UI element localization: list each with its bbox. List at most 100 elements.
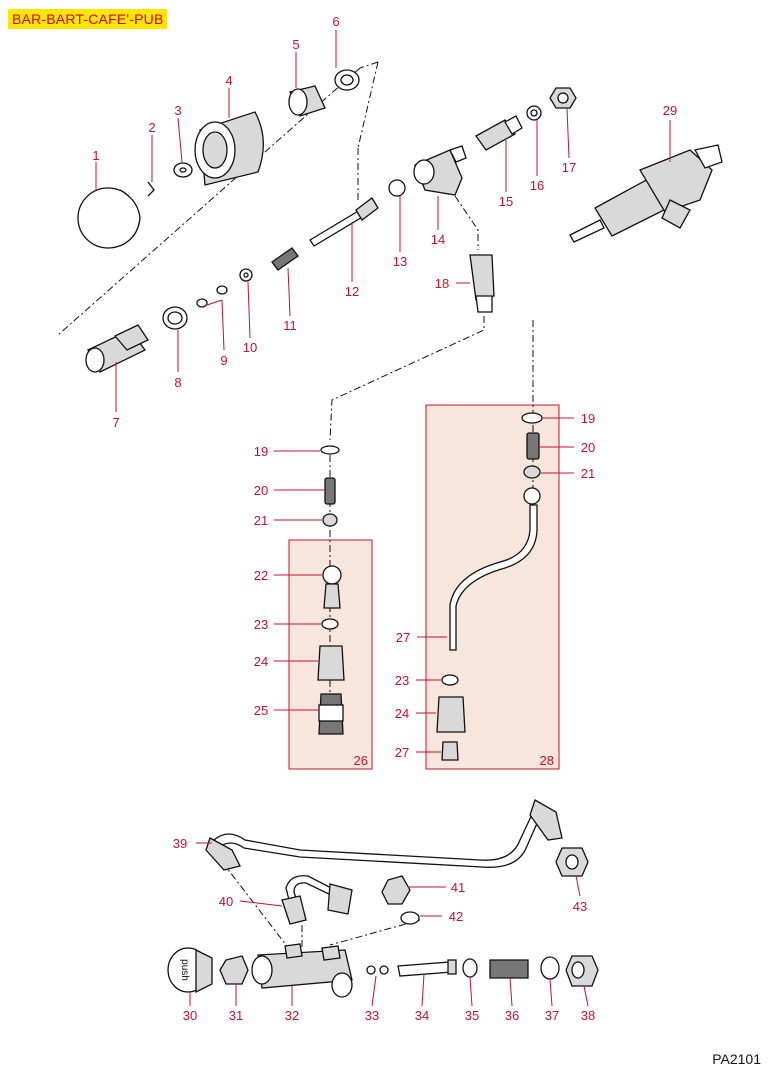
label-kit28-27a: 27	[396, 630, 410, 645]
clip-part	[147, 181, 155, 197]
label-kit26-24: 24	[254, 654, 268, 669]
kit28-nut-24	[436, 696, 466, 733]
label-kit26-21: 21	[254, 513, 268, 528]
label-part-34: 34	[415, 1008, 429, 1023]
label-part-18: 18	[435, 276, 449, 291]
oring-9-parts	[196, 285, 228, 308]
label-kit28-19: 19	[581, 411, 595, 426]
spring-36-part	[489, 959, 529, 979]
label-part-43: 43	[573, 899, 587, 914]
label-part-1: 1	[92, 148, 99, 163]
assembly-line-top	[57, 61, 379, 336]
kit26-ball-22	[322, 565, 342, 609]
sleeve-4-part	[194, 111, 264, 186]
label-part-8: 8	[174, 375, 181, 390]
cap-38-part	[565, 955, 599, 987]
label-kit26-23: 23	[254, 617, 268, 632]
tube-39-part	[205, 799, 563, 871]
valve-body-32-part	[251, 943, 353, 998]
valve-body-7-part	[85, 324, 149, 373]
drawing-code: PA2101	[712, 1051, 761, 1067]
label-part-33: 33	[365, 1008, 379, 1023]
ring-6-part	[334, 69, 360, 91]
label-part-11: 11	[283, 318, 297, 333]
push-knob-label: push	[179, 959, 190, 981]
label-part-32: 32	[285, 1008, 299, 1023]
knob-cap-part	[77, 187, 141, 249]
kit26-nut-24	[317, 645, 345, 681]
label-part-31: 31	[229, 1008, 243, 1023]
assembly-line-42-32	[329, 919, 421, 946]
assembly-line-14-18	[454, 195, 479, 250]
washer-10-part	[239, 268, 253, 282]
oring-42-part	[400, 911, 420, 925]
kit28-spring-20	[526, 432, 540, 460]
label-part-5: 5	[292, 37, 299, 52]
label-part-10: 10	[243, 340, 257, 355]
nut-41-part	[381, 875, 411, 905]
leader-lines	[95, 30, 671, 1007]
label-part-17: 17	[562, 160, 576, 175]
kit26-body-25	[318, 693, 344, 735]
kit28-oring-19	[521, 412, 543, 424]
assembly-line-18-kit	[329, 316, 485, 441]
oring-37-part	[540, 956, 560, 980]
kit26-spring-20	[324, 477, 336, 505]
label-part-7: 7	[112, 415, 119, 430]
washer-3-part	[173, 162, 193, 178]
label-part-13: 13	[393, 254, 407, 269]
label-part-2: 2	[148, 120, 155, 135]
label-kit28-21: 21	[581, 466, 595, 481]
label-part-30: 30	[183, 1008, 197, 1023]
washer-13-part	[388, 179, 406, 197]
label-part-12: 12	[345, 284, 359, 299]
kit28-tube-27	[449, 487, 541, 651]
kit28-fitting-27	[441, 741, 459, 761]
kit28-seal-21	[523, 465, 541, 479]
label-part-4: 4	[225, 73, 232, 88]
label-part-38: 38	[581, 1008, 595, 1023]
diagram-title: BAR-BART-CAFE'-PUB	[8, 9, 168, 29]
label-part-42: 42	[449, 909, 463, 924]
label-kit28-24: 24	[395, 706, 409, 721]
tube-40-part	[281, 875, 353, 925]
tee-14-part	[413, 145, 467, 196]
fitting-15-part	[475, 115, 523, 151]
nut-5-part	[288, 85, 326, 117]
label-part-29: 29	[663, 103, 677, 118]
label-kit26-20: 20	[254, 483, 268, 498]
label-part-37: 37	[545, 1008, 559, 1023]
label-part-16: 16	[530, 178, 544, 193]
label-kit26-22: 22	[254, 568, 268, 583]
stem-34-part	[397, 959, 457, 977]
label-kit28-23: 23	[395, 673, 409, 688]
label-kit-26: 26	[354, 753, 368, 768]
push-knob-30-part: push	[167, 947, 213, 994]
label-part-6: 6	[332, 14, 339, 29]
label-part-35: 35	[465, 1008, 479, 1023]
label-part-41: 41	[451, 880, 465, 895]
label-part-36: 36	[505, 1008, 519, 1023]
kit26-oring-19	[320, 445, 340, 455]
label-part-3: 3	[174, 103, 181, 118]
label-kit28-27b: 27	[395, 745, 409, 760]
adapter-18-part	[469, 254, 495, 313]
label-part-14: 14	[431, 232, 445, 247]
label-kit-28: 28	[540, 753, 554, 768]
nut-31-part	[219, 955, 249, 985]
orings-33-part	[366, 965, 389, 975]
label-kit28-20: 20	[581, 440, 595, 455]
label-kit26-25: 25	[254, 703, 268, 718]
label-part-9: 9	[220, 353, 227, 368]
label-part-15: 15	[499, 194, 513, 209]
spring-11-part	[271, 247, 299, 271]
label-kit26-19: 19	[254, 444, 268, 459]
kit28-oring-23	[441, 674, 459, 686]
kit26-seal-21	[322, 513, 338, 527]
label-part-39: 39	[173, 836, 187, 851]
washer-35-part	[462, 958, 478, 978]
label-part-40: 40	[219, 894, 233, 909]
gasket-8-part	[162, 306, 188, 330]
valve-assembly-29-part	[569, 144, 723, 243]
